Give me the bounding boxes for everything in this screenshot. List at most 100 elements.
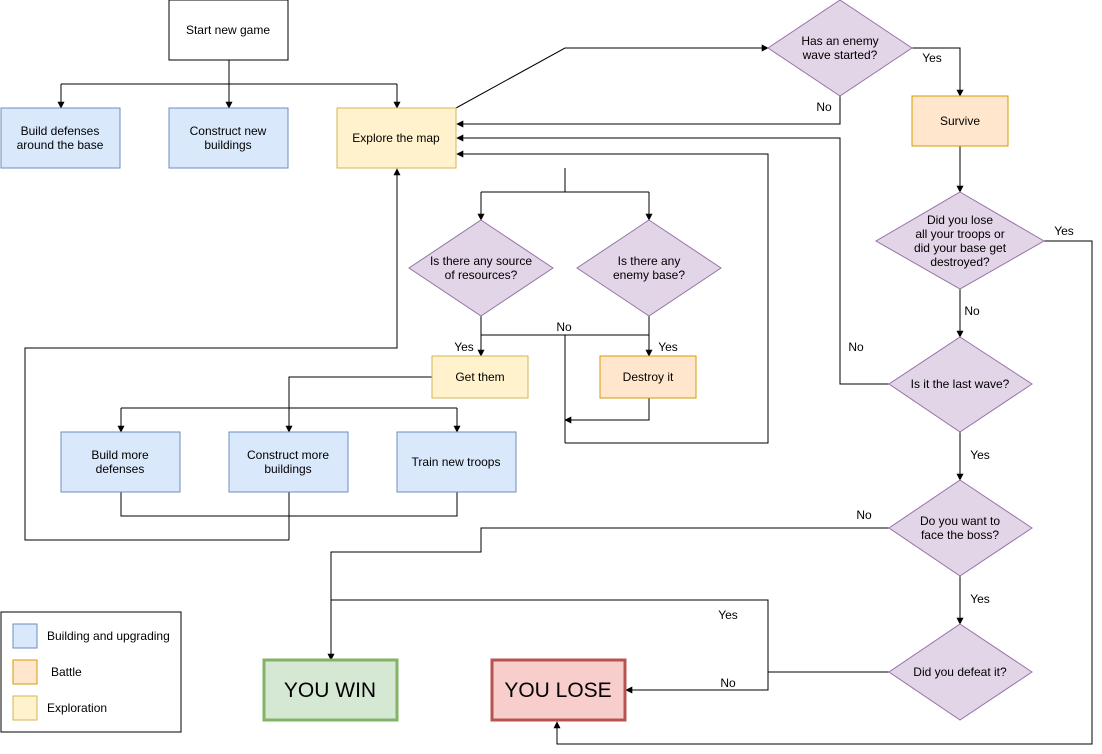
svg-text:Battle: Battle [51,665,82,679]
label-defeat-no: No [720,676,736,690]
node-label-line: face the boss? [921,528,999,542]
edge-start-split [61,60,397,85]
svg-text:Building and upgrading: Building and upgrading [47,629,170,643]
label-enemy-yes: Yes [658,340,678,354]
node-label-line: Construct new [190,124,267,138]
edges [24,44,1093,745]
edge-explore-split [481,168,649,193]
node-label-line: Build more [91,448,149,462]
edge-get-split [121,376,457,409]
edge-defeat-no [625,671,889,694]
node-label-line: Start new game [186,23,270,37]
node-label-line: Survive [940,114,980,128]
node-label-line: wave started? [802,48,878,62]
svg-text:Train new troops: Train new troops [412,455,501,469]
node-label-line: Did you lose [927,213,993,227]
svg-text:Start new game: Start new game [186,23,270,37]
node-label-line: enemy base? [613,268,685,282]
node-label-line: buildings [204,138,251,152]
label-wave-yes: Yes [922,51,942,65]
edge-lose-yes [553,240,1093,745]
node-win: YOU WIN [262,658,399,722]
node-label-line: Build defenses [21,124,100,138]
label-lose-yes: Yes [1054,224,1074,238]
node-label-line: YOU WIN [284,679,376,702]
edge-labels: Yes No Yes Yes No Yes No No Yes No Yes Y… [454,51,1074,690]
label-both-no: No [556,320,572,334]
node-label-line: Destroy it [623,370,674,384]
label-last-no: No [848,340,864,354]
svg-text:Exploration: Exploration [47,701,107,715]
legend-item-explore: Exploration [12,695,107,721]
node-train: Train new troops [396,431,517,493]
svg-text:Explore the map: Explore the map [352,131,440,145]
node-destroy-it: Destroy it [599,355,697,399]
edge-wave-no [456,96,841,128]
legend: Building and upgrading Battle Exploratio… [0,611,182,733]
node-label-line: Did you defeat it? [913,665,1007,679]
label-boss-no: No [856,508,872,522]
node-label-line: Is there any [618,254,681,268]
edge-both-no [481,334,649,443]
node-label-line: Explore the map [352,131,440,145]
node-label-line: buildings [264,462,311,476]
label-source-yes: Yes [454,340,474,354]
node-label-line: destroyed? [930,255,990,269]
node-label-line: Is it the last wave? [911,377,1010,391]
edge-last-no [456,134,889,385]
edge-destroy-merge [564,398,650,424]
edge-explore-to-wave [455,44,769,109]
node-survive: Survive [911,95,1009,147]
node-explore: Explore the map [336,107,457,169]
svg-text:YOU LOSE: YOU LOSE [504,679,611,702]
svg-text:Did you defeat it?: Did you defeat it? [913,665,1007,679]
node-label-line: Is there any source [430,254,532,268]
node-label-line: did your base get [914,241,1007,255]
node-last-wave-q: Is it the last wave? [888,336,1033,433]
label-last-yes: Yes [970,448,990,462]
node-defeat-q: Did you defeat it? [888,623,1033,721]
svg-text:Destroy it: Destroy it [623,370,674,384]
legend-item-battle: Battle [12,659,82,685]
edge-upgrades-merge [120,492,458,540]
label-lose-no: No [964,304,980,318]
node-label-line: of resources? [445,268,518,282]
edge-upgrades-return [24,168,401,541]
edge-boss-no [327,527,889,661]
edge-wave-yes [912,47,964,97]
node-label-line: Construct more [247,448,329,462]
node-label-line: Has an enemy [801,34,878,48]
node-label-line: Get them [455,370,504,384]
label-wave-no: No [816,100,832,114]
node-label-line: all your troops or [915,227,1004,241]
node-label-line: YOU LOSE [504,679,611,702]
svg-text:YOU WIN: YOU WIN [284,679,376,702]
node-start: Start new game [168,0,289,61]
label-boss-yes: Yes [970,592,990,606]
label-defeat-yes: Yes [718,608,738,622]
svg-text:Survive: Survive [940,114,980,128]
edge-return-to-explore [456,150,769,444]
svg-text:Is it the last wave?: Is it the last wave? [911,377,1010,391]
svg-text:Get them: Get them [455,370,504,384]
node-label-line: Train new troops [412,455,501,469]
legend-item-build: Building and upgrading [12,623,170,649]
